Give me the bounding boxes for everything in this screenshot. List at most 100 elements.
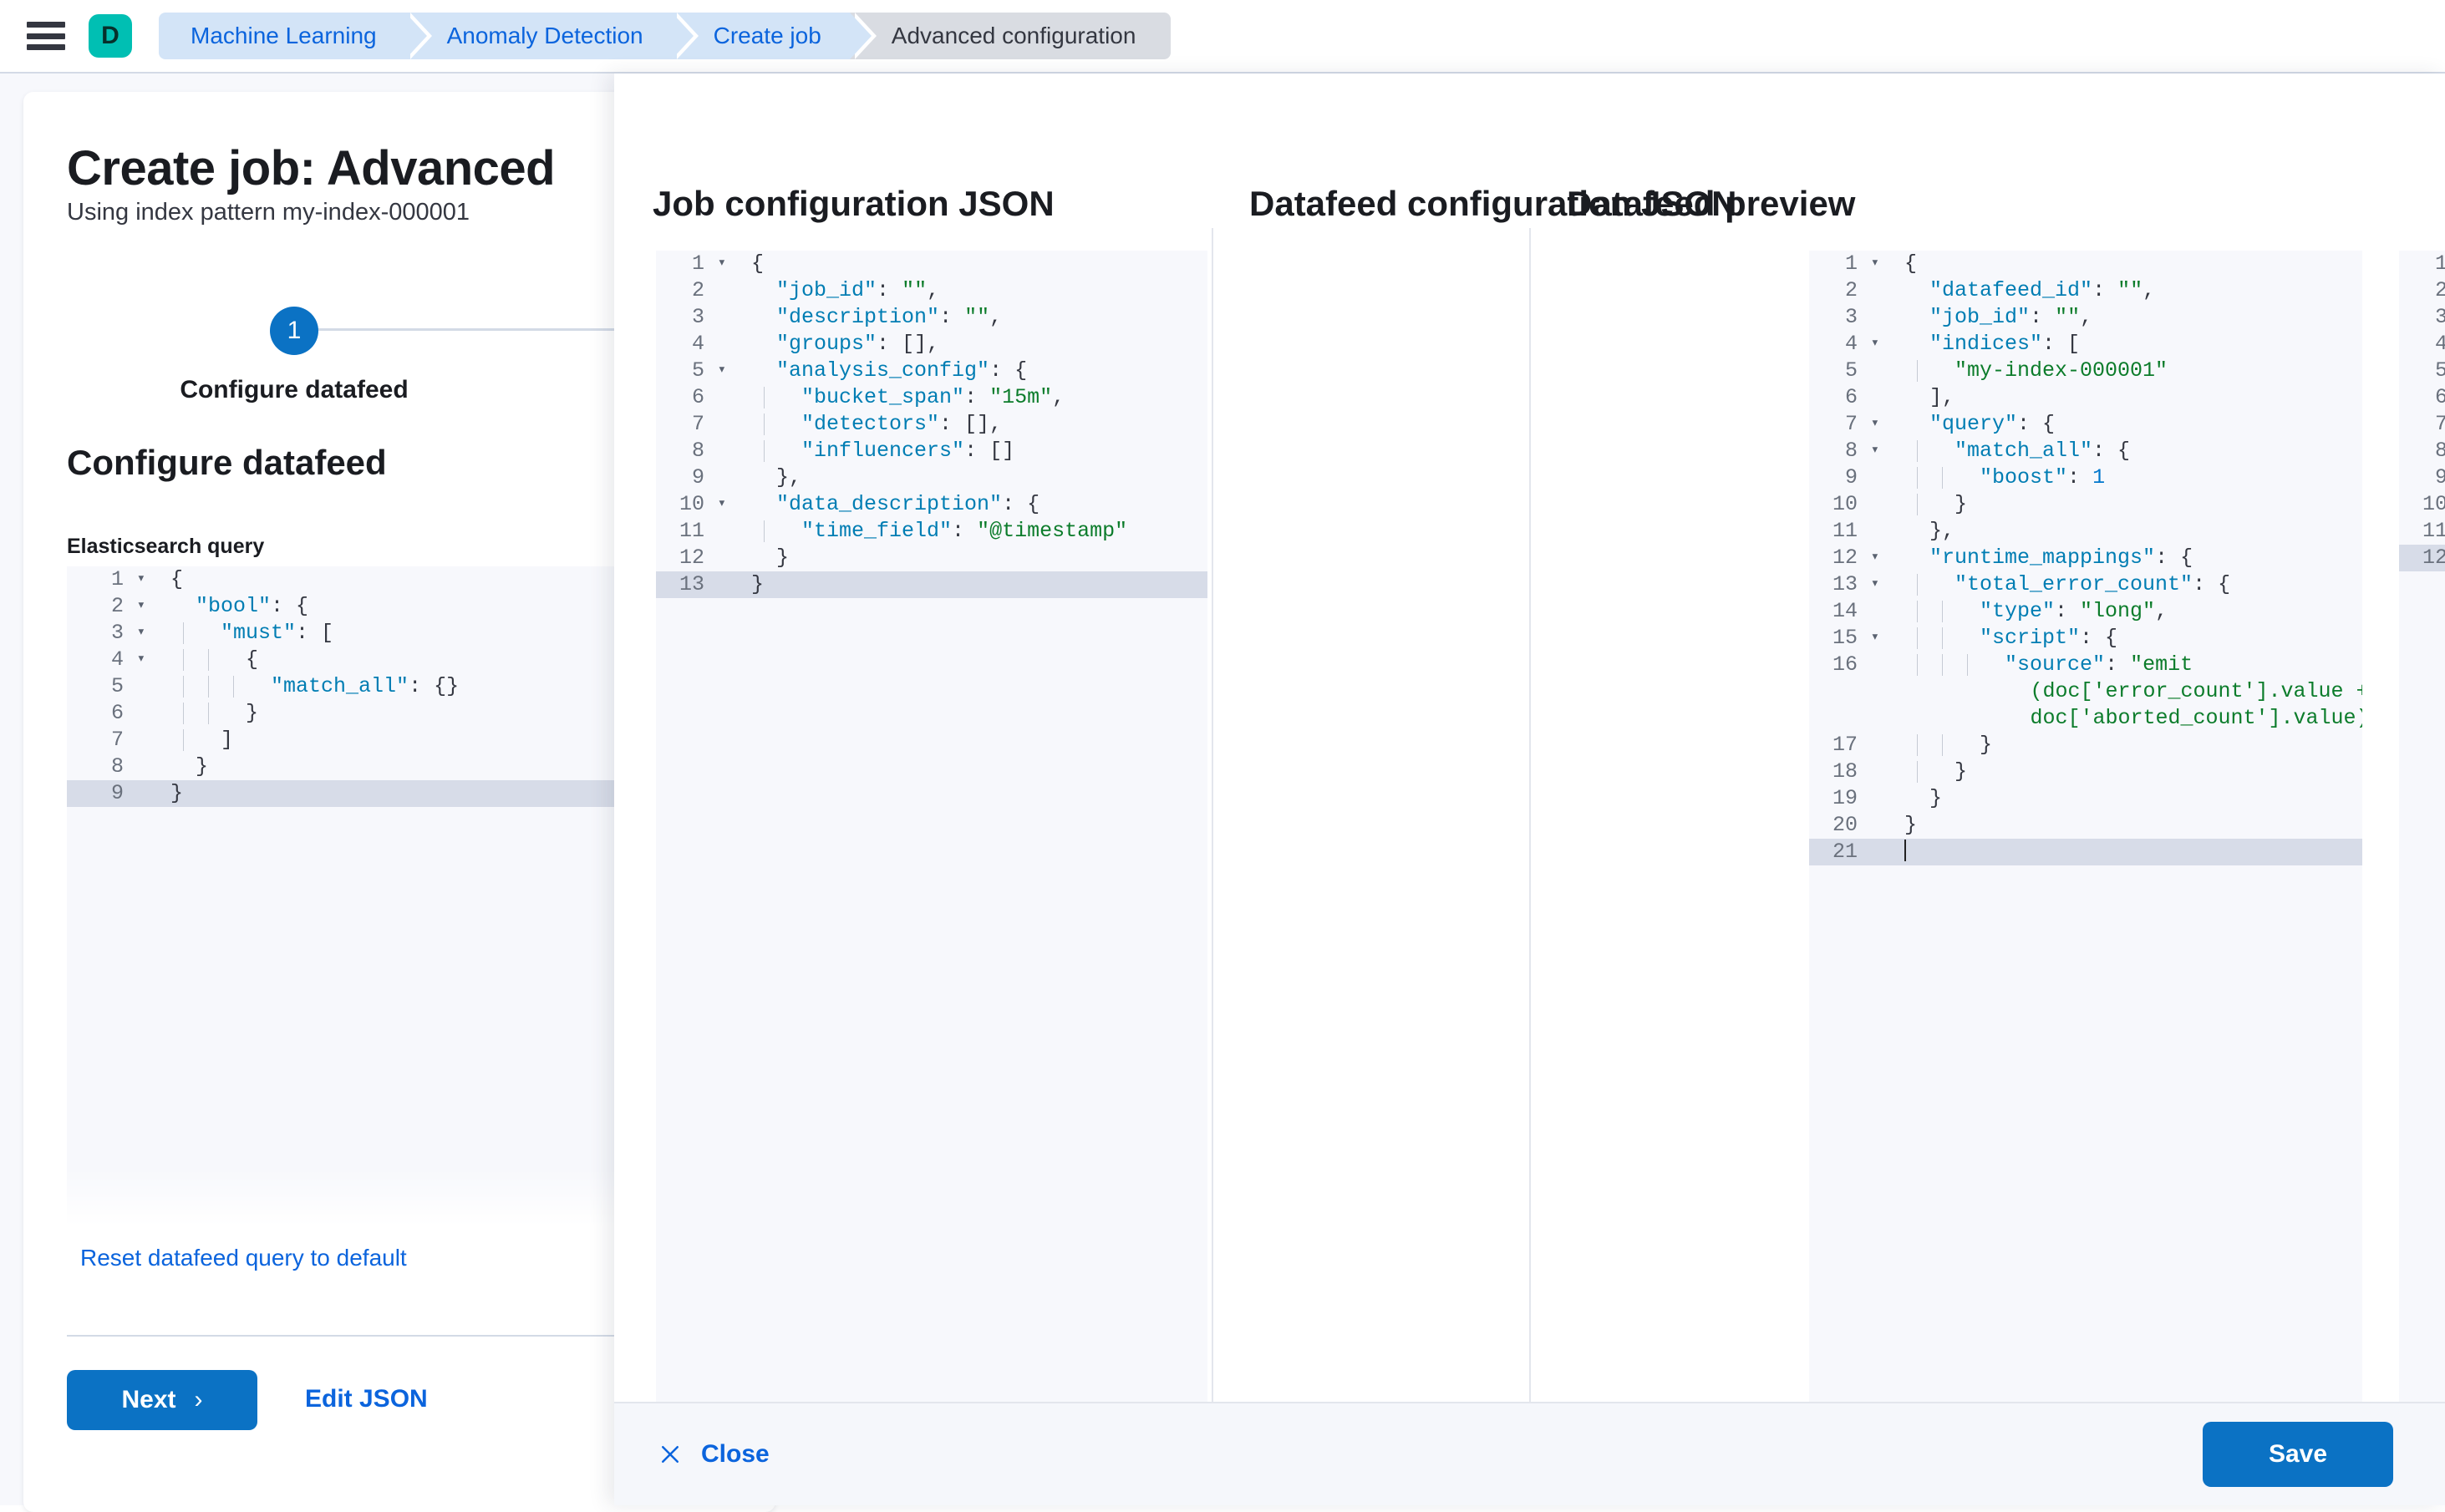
editor-line-number: 6 bbox=[110, 701, 124, 725]
page-title: Create job: Advanced bbox=[67, 141, 556, 195]
fold-toggle-icon[interactable]: ▾ bbox=[136, 652, 145, 667]
editor-code-line[interactable]: } bbox=[170, 754, 209, 779]
hamburger-menu-icon[interactable] bbox=[27, 22, 65, 50]
editor-code-line[interactable]: "source": "emit(doc['error_count'].value… bbox=[1894, 652, 2362, 732]
editor-code-line[interactable]: "query": { bbox=[1929, 412, 2056, 436]
editor-code-line[interactable]: "must": [ bbox=[160, 620, 1174, 647]
indent-guide bbox=[1942, 734, 1944, 756]
job-configuration-json-editor[interactable]: { "job_id": "", "description": "", "grou… bbox=[656, 251, 1207, 1462]
editor-code-line[interactable]: "data_description": { bbox=[776, 492, 1040, 516]
edit-json-button[interactable]: Edit JSON bbox=[305, 1385, 428, 1413]
editor-code-line[interactable]: { bbox=[1904, 251, 1918, 276]
editor-code-line[interactable]: } bbox=[1904, 759, 1968, 784]
editor-code-line[interactable]: ], bbox=[1904, 385, 1955, 409]
editor-line-number: 12 bbox=[2399, 545, 2445, 571]
editor-code-line[interactable]: "script": { bbox=[1894, 625, 2362, 652]
editor-code-line[interactable]: "my-index-000001" bbox=[1894, 358, 2362, 384]
column-divider-2 bbox=[1529, 228, 1531, 1403]
avatar[interactable]: D bbox=[89, 14, 132, 58]
save-button[interactable]: Save bbox=[2203, 1422, 2393, 1487]
breadcrumb-item-advanced-configuration[interactable]: Advanced configuration bbox=[849, 13, 1172, 59]
editor-code-line[interactable]: "datafeed_id": "", bbox=[1929, 278, 2156, 302]
step-indicator-1[interactable]: 1 bbox=[270, 307, 318, 355]
editor-code-line[interactable]: "indices": [ bbox=[1929, 332, 2081, 356]
editor-code-line[interactable]: "detectors": [], bbox=[741, 411, 1207, 438]
editor-code-line[interactable]: "runtime_mappings": { bbox=[1929, 545, 2193, 570]
editor-line-number: 7▾ bbox=[2434, 412, 2445, 436]
editor-line-number: 9 bbox=[67, 780, 160, 807]
fold-toggle-icon[interactable]: ▾ bbox=[136, 571, 145, 587]
datafeed-configuration-heading: Datafeed configuration JSON bbox=[1249, 184, 1737, 223]
editor-code-line[interactable]: "boost": 1 bbox=[1894, 464, 2362, 491]
close-x-icon bbox=[662, 1446, 679, 1463]
editor-code-line[interactable]: } bbox=[1904, 733, 1993, 757]
editor-code-line[interactable]: } bbox=[1904, 492, 1968, 516]
indent-guide bbox=[764, 414, 765, 435]
fold-toggle-icon[interactable]: ▾ bbox=[1870, 576, 1879, 592]
indent-guide bbox=[1942, 627, 1944, 649]
close-button[interactable]: Close bbox=[658, 1428, 770, 1480]
fold-toggle-icon[interactable]: ▾ bbox=[1870, 416, 1879, 432]
editor-code-line[interactable]: "time_field": "@timestamp" bbox=[741, 518, 1207, 545]
editor-code-line[interactable]: "bool": { bbox=[196, 594, 309, 618]
editor-code-line[interactable]: { bbox=[170, 567, 184, 591]
breadcrumb-item-anomaly-detection[interactable]: Anomaly Detection bbox=[404, 13, 699, 59]
datafeed-configuration-json-editor[interactable]: { "datafeed_id": "", "job_id": "", "indi… bbox=[1809, 251, 2362, 1462]
editor-code-line[interactable]: "influencers": [] bbox=[741, 438, 1207, 464]
editor-code-area[interactable]: { "job_id": "", "description": "", "grou… bbox=[741, 251, 1207, 1462]
editor-line-number: 13▾ bbox=[1832, 572, 1879, 596]
datafeed-preview-editor[interactable]: [ { "_index": "my-index-000001", "_id": … bbox=[2399, 251, 2445, 1462]
editor-code-line[interactable]: } bbox=[170, 701, 259, 725]
editor-code-line[interactable]: "match_all": { bbox=[1894, 438, 2362, 464]
editor-code-line[interactable]: "job_id": "", bbox=[776, 278, 940, 302]
editor-line-number: 12 bbox=[679, 545, 704, 570]
fold-toggle-icon[interactable]: ▾ bbox=[1870, 336, 1879, 352]
elasticsearch-query-label: Elasticsearch query bbox=[67, 535, 265, 558]
editor-code-line[interactable]: ] bbox=[170, 728, 234, 752]
editor-code-line[interactable]: "total_error_count": { bbox=[1894, 571, 2362, 598]
reset-datafeed-query-link[interactable]: Reset datafeed query to default bbox=[80, 1245, 407, 1271]
editor-code-line[interactable]: } bbox=[741, 571, 1207, 598]
editor-code-line[interactable]: "description": "", bbox=[776, 305, 1003, 329]
breadcrumb-item-create-job[interactable]: Create job bbox=[671, 13, 877, 59]
editor-code-line[interactable]: }, bbox=[751, 465, 802, 490]
editor-code-line[interactable]: { bbox=[170, 647, 259, 672]
editor-line-number: 6 bbox=[691, 385, 704, 409]
flyout-footer: Close Save bbox=[614, 1402, 2445, 1505]
fold-toggle-icon[interactable]: ▾ bbox=[136, 625, 145, 641]
editor-code-line[interactable]: { bbox=[751, 251, 765, 276]
fold-toggle-icon[interactable]: ▾ bbox=[717, 496, 726, 512]
next-button[interactable]: Next › bbox=[67, 1370, 257, 1430]
fold-toggle-icon[interactable]: ▾ bbox=[1870, 256, 1879, 271]
editor-code-line[interactable]: } bbox=[751, 545, 790, 570]
editor-code-line[interactable]: } bbox=[1904, 813, 1918, 837]
editor-line-number: 11 bbox=[679, 519, 704, 543]
editor-code-line[interactable]: "match_all": {} bbox=[160, 673, 1174, 700]
indent-guide bbox=[1917, 574, 1919, 596]
editor-code-line[interactable]: "analysis_config": { bbox=[776, 358, 1028, 383]
breadcrumb-item-machine-learning[interactable]: Machine Learning bbox=[159, 13, 432, 59]
editor-code-line[interactable]: }, bbox=[1904, 519, 1955, 543]
indent-guide bbox=[183, 622, 185, 644]
editor-line-number: 2 bbox=[1844, 278, 1858, 302]
fold-toggle-icon[interactable]: ▾ bbox=[717, 256, 726, 271]
fold-toggle-icon[interactable]: ▾ bbox=[1870, 630, 1879, 646]
fold-toggle-icon[interactable]: ▾ bbox=[1870, 550, 1879, 566]
editor-code-line[interactable]: } bbox=[1904, 786, 1943, 810]
editor-line-number: 4 bbox=[2434, 332, 2445, 356]
editor-code-line[interactable] bbox=[1894, 839, 2362, 865]
editor-code-line[interactable]: "bucket_span": "15m", bbox=[741, 384, 1207, 411]
editor-code-line[interactable]: "groups": [], bbox=[776, 332, 940, 356]
editor-code-area[interactable]: { "datafeed_id": "", "job_id": "", "indi… bbox=[1894, 251, 2362, 1462]
indent-guide bbox=[1917, 601, 1919, 622]
fold-toggle-icon[interactable]: ▾ bbox=[1870, 443, 1879, 459]
editor-line-number: 9 bbox=[1844, 465, 1858, 490]
fold-toggle-icon[interactable]: ▾ bbox=[136, 598, 145, 614]
fold-toggle-icon[interactable]: ▾ bbox=[717, 363, 726, 378]
editor-code-line[interactable]: "type": "long", bbox=[1894, 598, 2362, 625]
editor-code-line[interactable]: "job_id": "", bbox=[1929, 305, 2093, 329]
